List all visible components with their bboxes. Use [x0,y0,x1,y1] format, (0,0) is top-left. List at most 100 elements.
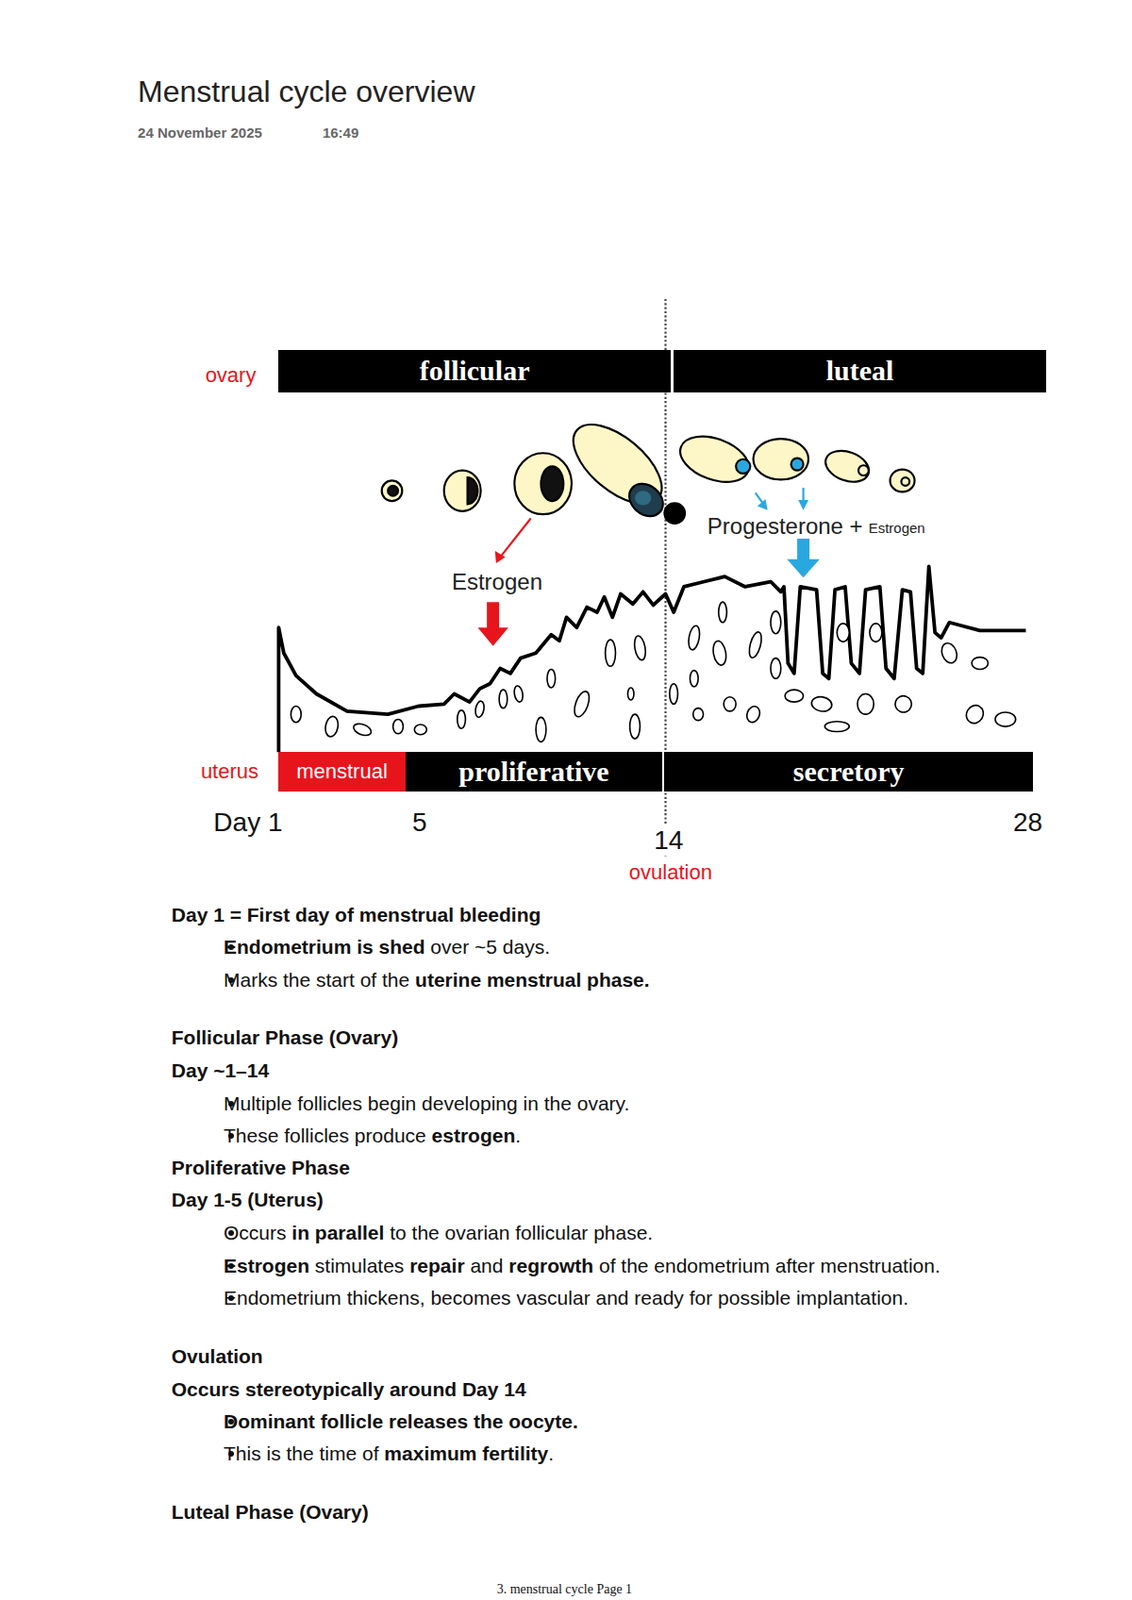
page-title: Menstrual cycle overview [137,74,475,110]
bullet-text: Estrogen stimulates repair and regrowth … [223,1254,941,1278]
uterus-phase-bar: secretory [664,751,1033,791]
gland [824,721,849,733]
text-run: of the endometrium after menstruation. [593,1254,941,1277]
bold-run: estrogen [432,1124,517,1147]
section-heading: Luteal Phase (Ovary) [171,1499,369,1523]
hormone-label: Estrogen [451,568,543,596]
hormone-arrows [477,487,819,647]
text-run: . [515,1124,521,1147]
bullet-dot [228,1450,234,1457]
phase-name: menstrual [296,759,388,784]
gland [784,689,803,702]
gland [689,670,699,687]
uterus-phase-bar: proliferative [405,751,664,791]
gland [744,704,762,725]
hormone-label: Estrogen [868,519,926,536]
gland [770,611,782,634]
gland [686,624,701,650]
section-heading: Day ~1–14 [171,1059,269,1083]
gland [627,687,633,700]
gland [630,714,641,739]
gland [457,710,467,729]
gland [393,719,404,734]
gland [893,693,915,715]
gland [323,715,340,738]
text-run: stimulates [309,1254,410,1277]
bullet-dot [228,1230,234,1236]
gland [571,689,593,719]
gland [963,701,987,727]
gland [474,699,486,718]
bold-run: repair [409,1254,465,1277]
gland [605,639,616,666]
day-number: Day 1 [213,807,283,838]
gland [718,601,728,623]
ovary-phase-bar: follicular [278,349,671,392]
gland [938,640,960,666]
row-label: uterus [200,759,259,783]
bullet-dot [228,944,234,950]
gland [869,623,883,642]
bullet-dot [228,1295,234,1301]
phase-name: proliferative [458,755,609,788]
bold-run: Estrogen [223,1254,310,1277]
gland [414,724,427,735]
phase-name: follicular [419,354,531,387]
gland [857,694,874,716]
gland [770,658,782,680]
gland [836,623,849,642]
follicles [382,409,916,523]
page-footer: 3. menstrual cycle Page 1 [497,1581,633,1598]
gland [632,634,648,661]
gland [693,708,704,721]
bullet-dot [228,1263,234,1269]
bold-run: regrowth [508,1254,594,1277]
bullet-dot [228,1132,234,1139]
bold-run: uterine menstrual phase. [415,968,650,991]
bold-run: in parallel [291,1221,384,1244]
bullet-text: Occurs in parallel to the ovarian follic… [223,1221,653,1245]
section-heading: Day 1-5 (Uterus) [171,1188,324,1212]
gland [723,697,736,712]
gland [747,631,765,660]
gland [351,721,373,738]
ovary-phase-bar: luteal [673,349,1047,392]
gland [499,689,508,708]
day-number: 28 [1013,807,1043,838]
uterus-phase-bar: menstrual [278,751,405,791]
text-run: and [465,1254,510,1277]
bold-run: maximum fertility [383,1442,549,1465]
hormone-label: Progesterone + [707,514,864,541]
text-run: This is the time of [223,1442,384,1465]
bullet-dot [228,1100,234,1107]
text-run: . [548,1442,554,1465]
bold-run: Endometrium is shed [223,935,426,958]
bullet-text: Endometrium thickens, becomes vascular a… [223,1286,909,1310]
phase-name: luteal [826,354,895,387]
bullet-text: This is the time of maximum fertility. [223,1442,554,1465]
gland [971,657,988,670]
bullet-text: Dominant follicle releases the oocyte. [223,1410,579,1433]
section-heading: Day 1 = First day of menstrual bleeding [171,902,542,926]
note-date: 24 November 2025 [137,124,263,141]
gland [669,683,679,705]
text-run: over ~5 days. [425,935,551,958]
gland [290,705,301,722]
bullet-text: Multiple follicles begin developing in t… [223,1092,630,1116]
text-run: Occurs [223,1221,292,1244]
bullet-text: Endometrium is shed over ~5 days. [223,935,550,959]
day-number: 5 [412,807,428,838]
note-time: 16:49 [322,124,359,141]
gland [547,669,556,688]
bullet-dot [228,1418,234,1425]
section-heading: Ovulation [171,1345,264,1368]
gland [810,695,833,714]
text-run: to the ovarian follicular phase. [383,1221,653,1244]
section-heading: Occurs stereotypically around Day 14 [171,1378,527,1401]
text-run: Marks the start of the [223,968,416,991]
gland [711,639,728,666]
bullet-text: Marks the start of the uterine menstrual… [223,968,650,992]
section-heading: Proliferative Phase [171,1156,350,1180]
